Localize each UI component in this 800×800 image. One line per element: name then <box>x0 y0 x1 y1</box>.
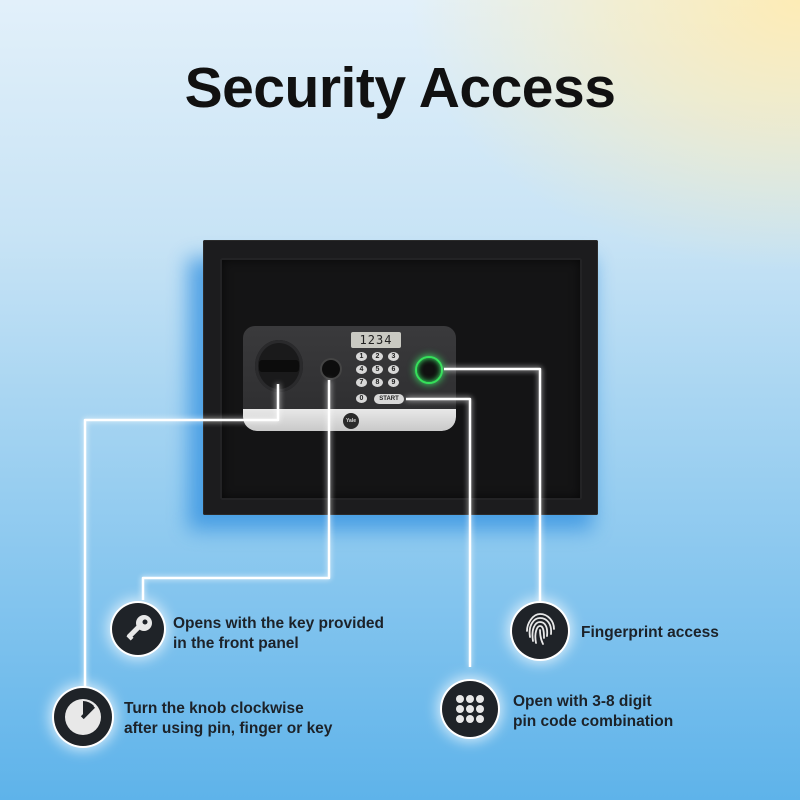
keypad-key[interactable]: 0 <box>356 394 367 403</box>
fingerprint-feature-label: Fingerprint access <box>581 623 719 643</box>
fingerprint-feature-line1: Fingerprint access <box>581 624 719 641</box>
pin-feature-label: Open with 3-8 digit pin code combination <box>513 692 673 732</box>
keypad-key[interactable]: 2 <box>372 352 383 361</box>
knob-feature-label: Turn the knob clockwise after using pin,… <box>124 699 332 739</box>
keypad-key[interactable]: 3 <box>388 352 399 361</box>
keypad-icon <box>442 681 498 737</box>
knob-handle[interactable] <box>259 360 299 372</box>
key-feature-line1: Opens with the key provided <box>173 615 385 632</box>
keyhole[interactable] <box>322 360 340 378</box>
keypad-key[interactable]: 7 <box>356 378 367 387</box>
key-icon <box>112 603 164 655</box>
pin-callout-line <box>406 397 472 667</box>
knob-feature-line2: after using pin, finger or key <box>124 720 333 737</box>
knob-icon <box>54 688 112 746</box>
keypad-key[interactable]: 1 <box>356 352 367 361</box>
pin-feature-line1: Open with 3-8 digit <box>513 693 652 710</box>
key-feature-label: Opens with the key provided in the front… <box>173 614 384 654</box>
knob-callout-line <box>83 384 280 690</box>
start-button[interactable]: START <box>374 394 404 404</box>
key-feature-line2: in the front panel <box>173 635 299 652</box>
fingerprint-sensor[interactable] <box>415 356 443 384</box>
pin-feature-line2: pin code combination <box>513 713 674 730</box>
fingerprint-icon <box>512 603 568 659</box>
keypad-key[interactable]: 6 <box>388 365 399 374</box>
keypad-key[interactable]: 8 <box>372 378 383 387</box>
page-title: Security Access <box>184 56 616 120</box>
keypad-key[interactable]: 4 <box>356 365 367 374</box>
keypad-display: 1234 <box>351 332 401 348</box>
brand-logo: Yale <box>343 413 359 429</box>
fingerprint-callout-line <box>444 367 542 605</box>
knob-feature-line1: Turn the knob clockwise <box>124 700 304 717</box>
key-callout-line <box>141 380 331 600</box>
keypad-key[interactable]: 5 <box>372 365 383 374</box>
keypad-key[interactable]: 9 <box>388 378 399 387</box>
